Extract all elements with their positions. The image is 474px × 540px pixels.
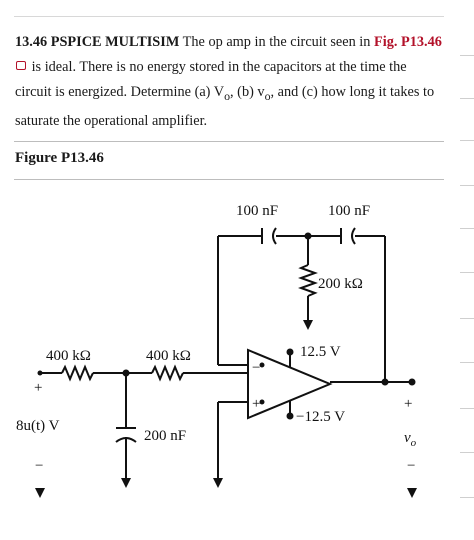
figure-link[interactable]: Fig. P13.46: [374, 34, 442, 50]
input-dot: [259, 399, 265, 405]
r-feedback-label: 200 kΩ: [318, 276, 363, 292]
vneg-label: −12.5 V: [296, 409, 345, 425]
subscript: o: [224, 88, 231, 103]
r2-label: 400 kΩ: [146, 348, 191, 364]
output-plus: +: [404, 396, 412, 412]
output-terminal: [408, 378, 416, 386]
input-dot: [259, 362, 265, 368]
circuit-diagram: 100 nF 100 nF 200 kΩ 400 kΩ 400 kΩ 200 n…: [16, 203, 417, 498]
supply-terminal: [286, 348, 294, 356]
margin-line: [460, 452, 474, 453]
junction-dot: [304, 232, 312, 240]
problem-text: , and (c) how long it takes to saturate …: [15, 84, 435, 129]
source-terminal-arrow-icon: [35, 488, 45, 498]
arrow-down-icon: [213, 478, 223, 488]
margin-line: [460, 497, 474, 498]
margin-line: [460, 228, 474, 229]
margin-line: [460, 318, 474, 319]
source-minus: −: [35, 458, 43, 474]
margin-line: [460, 272, 474, 273]
vpos-label: 12.5 V: [300, 344, 341, 360]
problem-text: The op amp in the circuit seen in: [182, 34, 371, 50]
margin-line: [460, 55, 474, 56]
capacitor-100nF-1: [261, 227, 277, 245]
opamp-minus: −: [252, 360, 260, 376]
external-link-icon[interactable]: [16, 61, 26, 70]
source-label: 8u(t) V: [16, 418, 60, 434]
figure-divider-top: [14, 141, 444, 142]
opamp-plus: +: [252, 396, 260, 412]
cap2-label: 100 nF: [328, 203, 370, 219]
problem-statement: 13.46 PSPICE MULTISIM The op amp in the …: [15, 30, 445, 134]
junction-dot: [381, 378, 389, 386]
figure-title: Figure P13.46: [15, 150, 104, 166]
capacitor-200nF: [115, 427, 137, 443]
problem-number: 13.46 PSPICE MULTISIM: [15, 34, 180, 50]
ground-arrows: [121, 320, 313, 488]
arrow-down-icon: [121, 478, 131, 488]
arrow-down-icon: [303, 320, 313, 330]
junction-dot: [122, 369, 130, 377]
output-label: vo: [404, 430, 417, 449]
problem-text: , (b) v: [230, 84, 265, 100]
margin-line: [460, 98, 474, 99]
cap1-label: 100 nF: [236, 203, 278, 219]
resistor-200k-feedback: [298, 264, 318, 297]
r1-label: 400 kΩ: [46, 348, 91, 364]
input-terminal: [37, 370, 43, 376]
resistor-400k-1: [61, 364, 94, 382]
margin-line: [460, 408, 474, 409]
margin-line: [460, 185, 474, 186]
cap3-label: 200 nF: [144, 428, 186, 444]
source-plus: +: [34, 380, 42, 396]
output-minus: −: [407, 458, 415, 474]
top-divider: [14, 16, 444, 17]
figure-divider-bottom: [14, 179, 444, 180]
problem-text: is ideal. There is no energy stored in t…: [15, 59, 407, 100]
output-terminal-arrow-icon: [407, 488, 417, 498]
capacitor-100nF-2: [340, 227, 356, 245]
subscript: o: [264, 88, 271, 103]
supply-terminal: [286, 412, 294, 420]
resistor-400k-2: [151, 364, 184, 382]
margin-line: [460, 140, 474, 141]
margin-line: [460, 362, 474, 363]
